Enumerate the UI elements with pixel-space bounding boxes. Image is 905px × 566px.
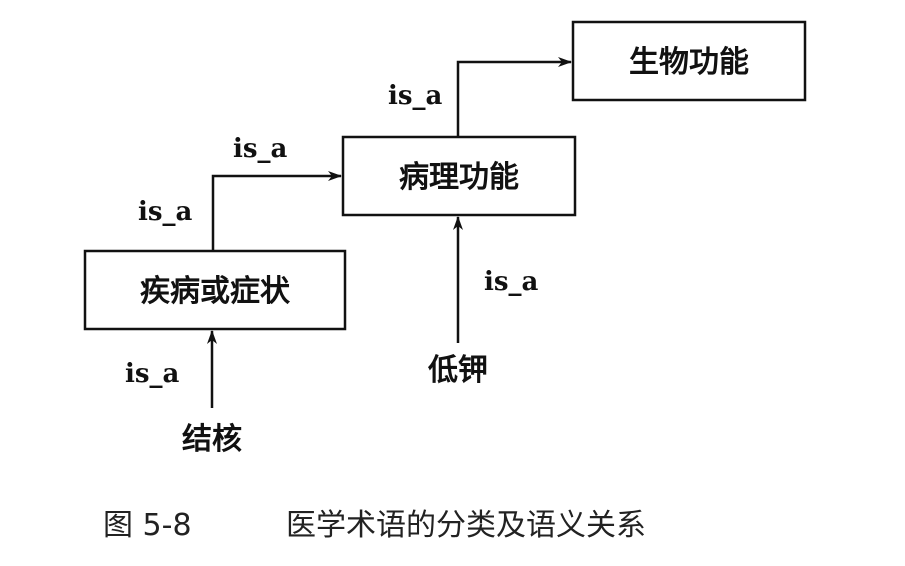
disease-or-symptom-label: 疾病或症状 (140, 274, 291, 309)
figure-caption: 医学术语的分类及语义关系 (286, 508, 646, 543)
is-a-label-disease-pathologic-lower: is_a (138, 197, 193, 227)
edge-pathologic-to-biological (456, 57, 572, 137)
tuberculosis-label: 结核 (182, 422, 242, 457)
biological-function-label: 生物功能 (629, 45, 749, 80)
disease-or-symptom-box (83, 249, 347, 331)
biological-function-box (571, 20, 807, 102)
edge-disease-to-pathologic (211, 171, 342, 251)
pathologic-function-label: 病理功能 (399, 160, 519, 195)
hypokalemia-label: 低钾 (427, 353, 488, 388)
is-a-label-tuberculosis-disease: is_a (125, 359, 180, 389)
is-a-label-disease-pathologic-upper: is_a (233, 134, 288, 164)
is-a-label-hypokalemia-pathologic: is_a (484, 267, 539, 297)
is-a-label-pathologic-biological: is_a (388, 81, 443, 111)
pathologic-function-box (341, 135, 577, 217)
figure-number: 图 5-8 (103, 508, 192, 543)
